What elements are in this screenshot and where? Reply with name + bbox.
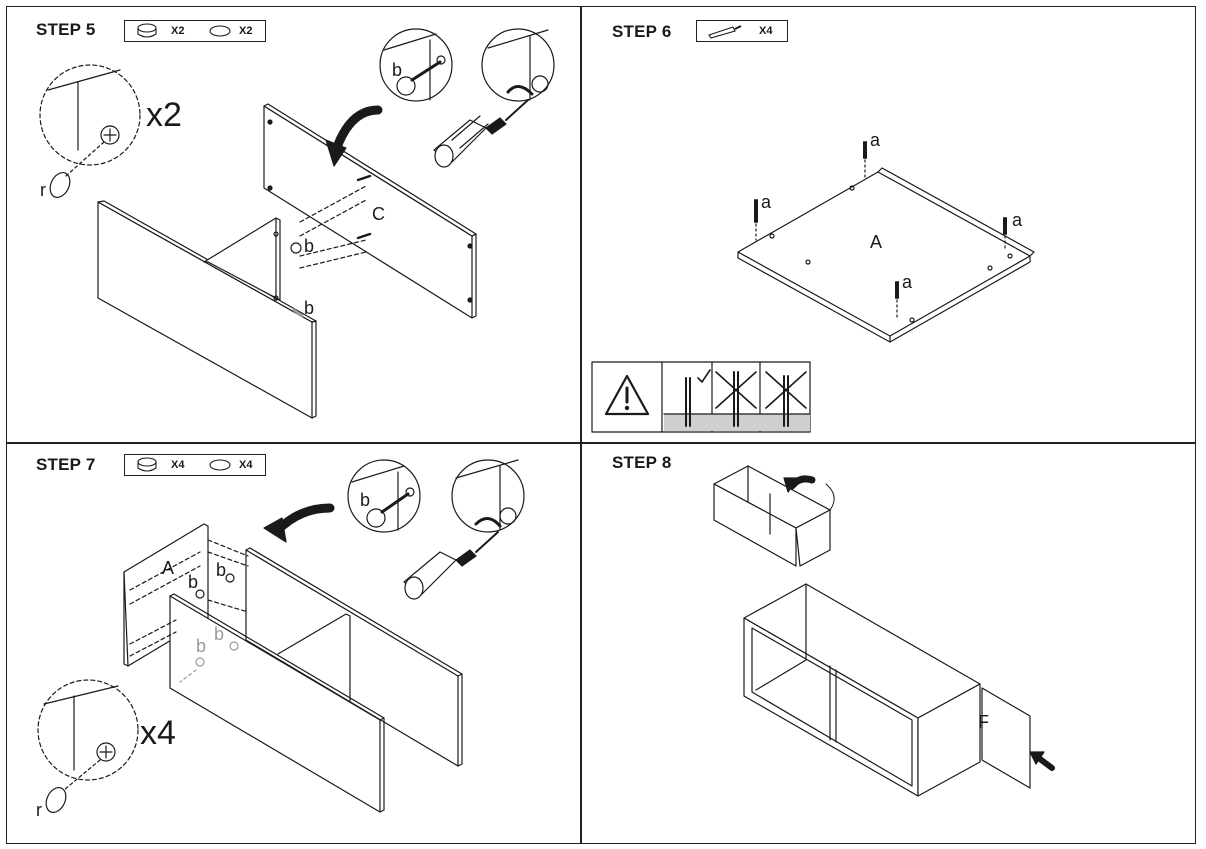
step5-parts-box: X2 X2 — [124, 20, 266, 42]
rotate-arrow-icon — [331, 105, 383, 155]
step7-label-b2: b — [216, 560, 227, 580]
dowel-screw-icon — [708, 25, 742, 39]
step6-label-a2: a — [761, 192, 772, 212]
cam-lock-icon — [290, 242, 302, 254]
cam-lock-detail-icon — [100, 125, 120, 145]
correct-depth-icon — [685, 369, 711, 427]
step8-panel-F — [981, 687, 1031, 789]
step7-label-b5: b — [214, 624, 225, 644]
step8-preview — [713, 465, 835, 567]
step5-label-b1: b — [392, 60, 403, 80]
cam-lock-icon — [137, 23, 157, 38]
screwdriver-icon — [403, 531, 499, 600]
step6-label-a4: a — [902, 272, 913, 292]
step6-parts-box: X4 — [696, 20, 788, 42]
step5-label-b2: b — [304, 236, 315, 256]
step7-zoom-circle — [37, 679, 139, 813]
step5-zoom-circle — [39, 64, 141, 198]
too-loose-crossed-icon — [715, 371, 757, 427]
cap-cover-icon — [45, 787, 67, 813]
step5-drawing — [39, 28, 555, 419]
arrow-head-icon — [263, 517, 287, 543]
step7-back-panel — [245, 547, 463, 767]
rotate-arrow-icon — [273, 503, 335, 535]
step7-front-panel — [169, 593, 385, 813]
divider-vertical — [580, 6, 582, 844]
step7-label-b3: b — [360, 490, 371, 510]
step6-qty-1: X4 — [759, 25, 773, 37]
step6-label-a3: a — [1012, 210, 1023, 230]
too-deep-crossed-icon — [765, 371, 807, 427]
screwdriver-icon — [433, 99, 529, 168]
step7-label-A: A — [162, 558, 175, 578]
step7-qty-1: X4 — [171, 459, 185, 471]
step7-label-r: r — [36, 800, 42, 820]
step5-qty-1: X2 — [171, 25, 185, 37]
step5-back-panel — [263, 103, 477, 319]
step6-drawing — [591, 141, 1035, 433]
cap-cover-icon — [49, 172, 71, 198]
step7-label-b4: b — [196, 636, 207, 656]
step7-multiplier: x4 — [140, 714, 176, 752]
cap-cover-icon — [209, 459, 231, 471]
step5-label-C: C — [372, 204, 385, 224]
step8-cabinet — [743, 583, 981, 797]
step5-qty-2: X2 — [239, 25, 253, 37]
step7-qty-2: X4 — [239, 459, 253, 471]
step6-warning-row — [591, 361, 811, 433]
step5-title: STEP 5 — [36, 20, 96, 39]
arrow-head-icon — [325, 139, 347, 167]
cam-lock-detail-icon — [396, 76, 416, 96]
step8-label-F: F — [978, 712, 989, 732]
instruction-sheet — [6, 6, 1196, 844]
divider-horizontal — [6, 442, 1196, 444]
step8-title: STEP 8 — [612, 453, 672, 472]
cam-lock-detail-icon — [96, 742, 116, 762]
step6-dowels — [754, 141, 1013, 323]
step5-detail-insert — [379, 28, 453, 102]
step6-title: STEP 6 — [612, 22, 672, 41]
step7-drawing — [37, 459, 525, 813]
step7-label-b1: b — [188, 572, 199, 592]
step5-detail-screwdriver — [481, 28, 555, 102]
rotate-arrow-icon — [783, 477, 799, 493]
step7-detail-screwdriver — [451, 459, 525, 533]
step5-label-r: r — [40, 180, 46, 200]
step7-detail-insert — [347, 459, 421, 533]
step7-title: STEP 7 — [36, 455, 96, 474]
step6-label-A: A — [870, 232, 883, 252]
step7-parts-box: X4 X4 — [124, 454, 266, 476]
cap-cover-icon — [209, 25, 231, 37]
step6-panel-A — [737, 167, 1035, 343]
cam-lock-icon — [137, 457, 157, 472]
step8-drawing — [713, 465, 1055, 797]
step5-multiplier: x2 — [146, 96, 182, 134]
step6-label-a1: a — [870, 130, 881, 150]
warning-triangle-icon — [604, 374, 650, 416]
step5-label-b3: b — [304, 298, 315, 318]
step5-side-panel — [203, 217, 281, 301]
step5-front-panel — [97, 200, 317, 419]
